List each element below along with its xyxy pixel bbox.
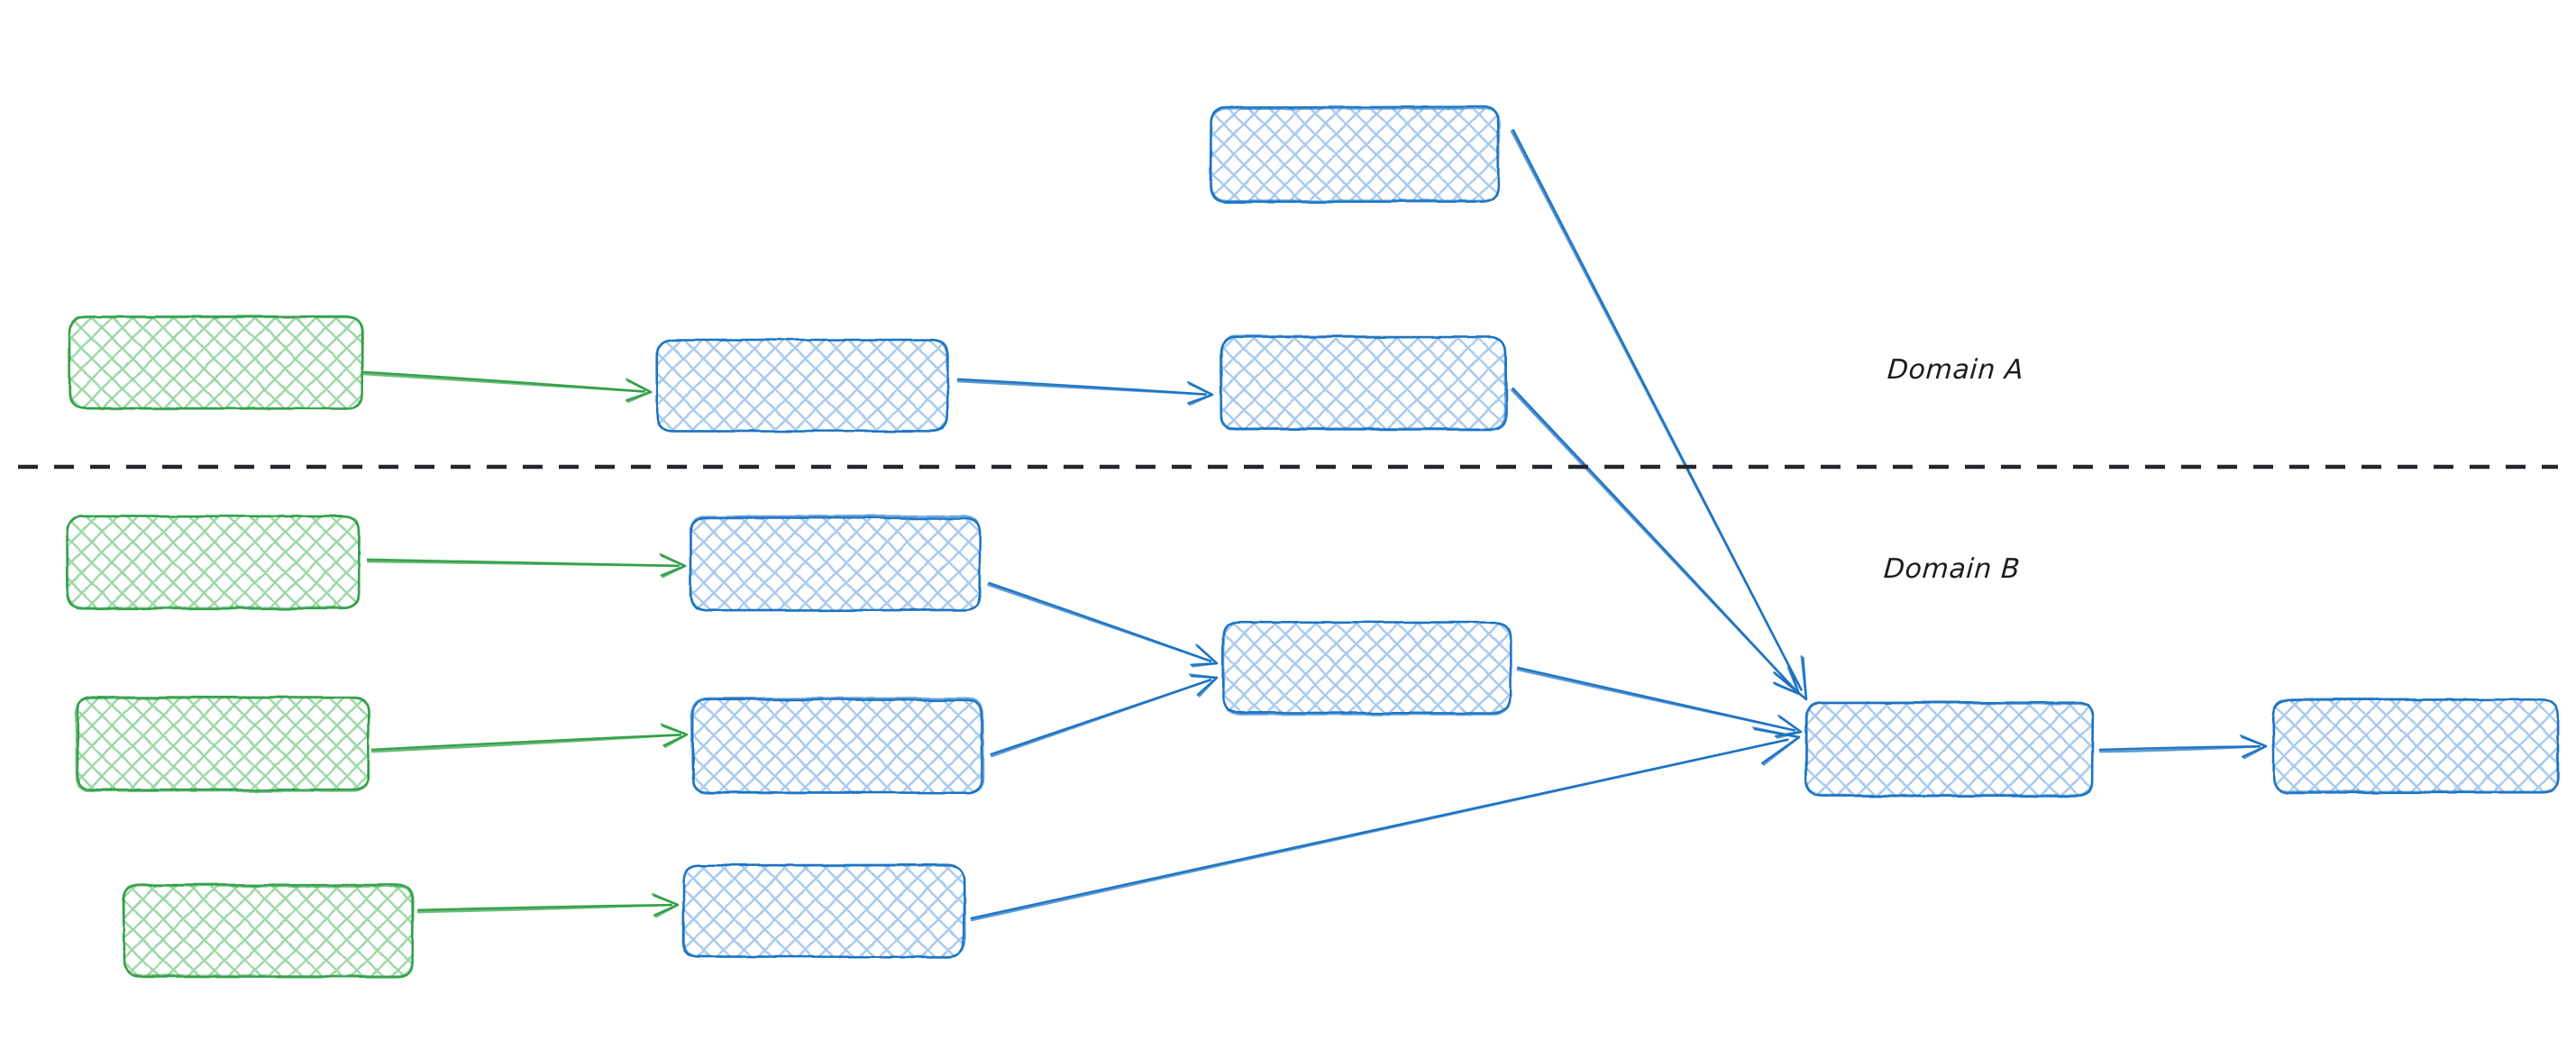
edge-b2-to-b7[interactable] xyxy=(1510,387,1801,696)
edge-arrowhead xyxy=(1186,380,1214,406)
edge-g2-to-b3[interactable] xyxy=(366,552,687,579)
node-fill xyxy=(69,317,363,409)
edge-g4-to-b5[interactable] xyxy=(416,892,680,918)
node-outline xyxy=(682,863,966,959)
node-g3[interactable] xyxy=(74,696,370,793)
edge-g3-to-b4[interactable] xyxy=(370,723,689,753)
node-outline xyxy=(68,315,365,410)
node-outline xyxy=(690,515,982,612)
node-fill xyxy=(2273,698,2558,793)
edge-shaft xyxy=(970,738,1789,922)
edge-arrowhead xyxy=(1774,655,1808,701)
edge-shaft xyxy=(370,734,681,753)
edge-b1-to-b2[interactable] xyxy=(956,378,1214,406)
edge-shaft xyxy=(1516,668,1796,732)
node-outline xyxy=(1210,107,1501,202)
edge-arrowhead xyxy=(1752,726,1801,766)
node-b8[interactable] xyxy=(2271,698,2559,794)
node-fill xyxy=(657,339,947,431)
node-fill xyxy=(76,698,370,791)
edge-shaft xyxy=(366,560,680,568)
node-outline xyxy=(1805,701,2094,797)
edge-shaft xyxy=(362,372,645,393)
node-b3[interactable] xyxy=(689,515,982,613)
node-outline xyxy=(66,514,361,609)
edge-shaft xyxy=(991,679,1212,758)
node-outline xyxy=(1222,621,1512,716)
edge-shaft xyxy=(416,903,672,914)
node-outline xyxy=(1219,335,1507,430)
node-g1[interactable] xyxy=(68,315,365,410)
node-fill xyxy=(683,864,964,957)
node-fill xyxy=(123,885,414,977)
edges-layer xyxy=(362,129,2268,922)
domain-b-label: Domain B xyxy=(1882,553,2022,585)
node-fill xyxy=(1210,107,1499,201)
edge-shaft xyxy=(2098,744,2261,753)
node-b2[interactable] xyxy=(1219,335,1508,431)
node-fill xyxy=(1805,701,2093,797)
edge-b6-to-b7[interactable] xyxy=(1516,666,1803,739)
node-b1[interactable] xyxy=(655,338,949,433)
edge-shaft xyxy=(956,379,1207,396)
edge-shaft xyxy=(1510,388,1795,690)
domain-a-label: Domain A xyxy=(1886,354,2025,386)
node-g2[interactable] xyxy=(66,514,361,610)
edge-b3-to-b6[interactable] xyxy=(987,581,1219,668)
edge-b0-to-b7[interactable] xyxy=(1510,129,1808,701)
node-fill xyxy=(692,698,983,793)
edge-arrowhead xyxy=(659,552,687,579)
node-b7[interactable] xyxy=(1804,700,2095,798)
edge-shaft xyxy=(987,583,1212,662)
edge-arrowhead xyxy=(625,378,653,404)
edge-arrowhead xyxy=(2239,734,2268,760)
node-outline xyxy=(2271,698,2559,793)
node-b5[interactable] xyxy=(681,863,966,959)
node-g4[interactable] xyxy=(122,883,415,979)
nodes-layer xyxy=(66,105,2559,979)
node-fill xyxy=(690,516,981,611)
node-b0[interactable] xyxy=(1210,105,1501,204)
edge-g1-to-b1[interactable] xyxy=(362,370,653,404)
node-outline xyxy=(655,338,949,433)
node-fill xyxy=(1223,622,1511,715)
edge-arrowhead xyxy=(1192,643,1219,668)
node-b6[interactable] xyxy=(1221,620,1512,716)
node-outline xyxy=(122,884,415,978)
edge-arrowhead xyxy=(1774,665,1801,696)
edge-b5-to-b7[interactable] xyxy=(970,726,1801,922)
node-outline xyxy=(74,697,370,793)
edge-arrowhead xyxy=(1189,673,1219,698)
edge-arrowhead xyxy=(651,892,680,918)
node-fill xyxy=(68,515,361,608)
edge-arrowhead xyxy=(660,723,689,749)
node-b4[interactable] xyxy=(690,697,985,794)
node-fill xyxy=(1219,337,1506,430)
edge-b7-to-b8[interactable] xyxy=(2098,734,2268,760)
edge-shaft xyxy=(1510,130,1803,691)
edge-b4-to-b6[interactable] xyxy=(990,673,1219,758)
node-outline xyxy=(690,697,985,794)
